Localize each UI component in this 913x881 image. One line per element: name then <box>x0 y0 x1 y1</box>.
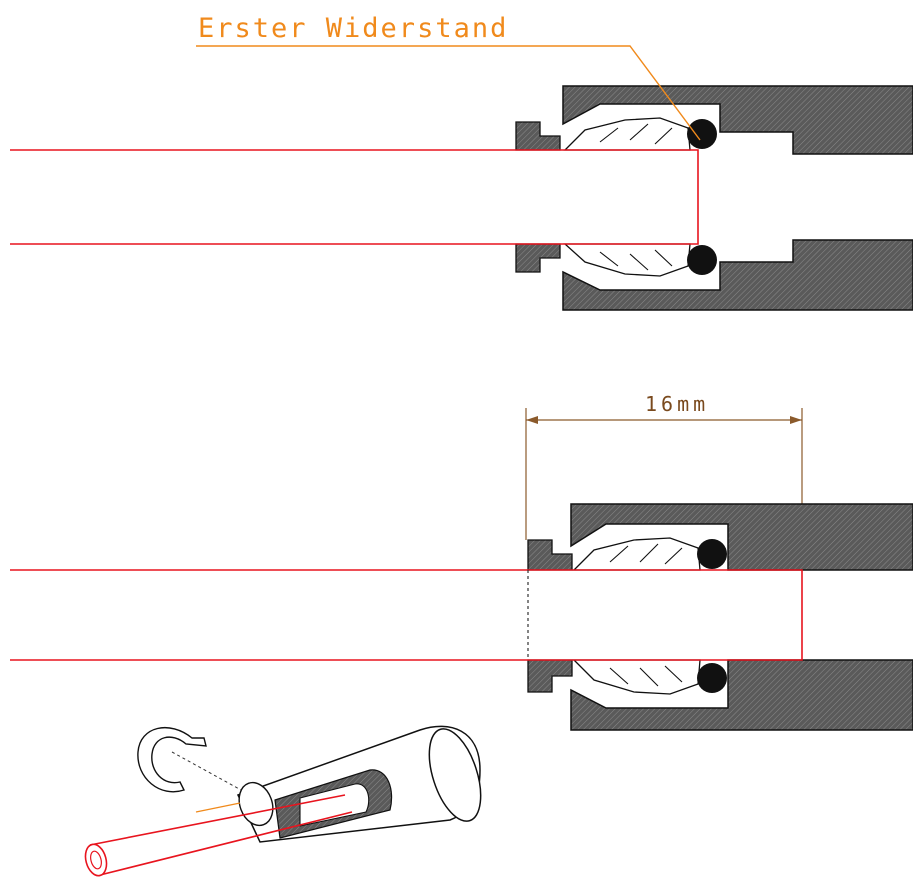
dimension-arrow-left <box>526 416 538 424</box>
tube-iso <box>89 794 353 876</box>
retaining-clip <box>137 726 207 793</box>
fitting-body-upper <box>562 85 913 155</box>
o-ring-upper-2 <box>697 539 727 569</box>
isometric-fitting-illustration <box>84 725 482 877</box>
collet-lower <box>563 243 691 277</box>
collet-lower-2 <box>572 659 701 695</box>
o-ring-upper <box>687 119 717 149</box>
release-collar-upper <box>515 121 561 151</box>
release-collar-lower-2 <box>527 659 573 693</box>
tube-top <box>10 149 699 245</box>
collet-upper <box>563 117 691 151</box>
dimension-label: 16mm <box>645 392 709 416</box>
o-ring-lower <box>687 245 717 275</box>
release-collar-lower <box>515 243 561 273</box>
collet-upper-2 <box>572 537 701 571</box>
fitting-cross-section-bottom: 16mm <box>10 392 913 731</box>
o-ring-lower-2 <box>697 663 727 693</box>
annotation-label: Erster Widerstand <box>198 13 508 44</box>
tube-bottom <box>10 569 803 661</box>
dimension-arrow-right <box>790 416 802 424</box>
release-collar-upper-2 <box>527 539 573 571</box>
fitting-cross-section-top: Erster Widerstand <box>10 13 913 311</box>
annotation-leader <box>196 45 701 141</box>
fitting-body-lower <box>562 239 913 311</box>
